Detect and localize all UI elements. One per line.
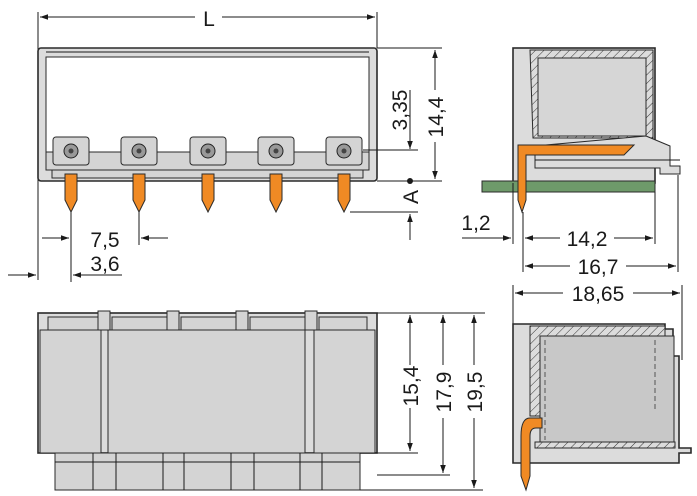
clamp-4 (257, 136, 295, 166)
depth-2-label: 16,7 (578, 256, 619, 279)
clamp-height-label: 3,35 (389, 90, 412, 131)
height-2-label: 17,9 (433, 372, 456, 413)
terminal-clamps (52, 136, 363, 166)
height-label: 14,4 (425, 96, 448, 137)
front-view: L 3,35 14,4 A (8, 8, 448, 282)
solder-pins (64, 173, 351, 214)
clamp-2 (120, 136, 158, 166)
clamp-1 (52, 136, 90, 166)
offset-label: 3,6 (90, 253, 119, 276)
bottom-rail (54, 452, 361, 491)
height-3-label: 19,5 (464, 372, 487, 413)
pcb-offset-label: 1,2 (461, 212, 490, 235)
pitch-label: 7,5 (90, 229, 119, 252)
pin-length-label: A (400, 190, 423, 204)
clamp-3 (189, 136, 227, 166)
depth-1-label: 14,2 (567, 228, 608, 251)
rear-view: 15,4 17,9 19,5 (37, 310, 487, 491)
height-1-label: 15,4 (400, 365, 423, 406)
total-depth-label: 18,65 (572, 283, 625, 306)
bottom-side-view: 18,65 (512, 283, 692, 492)
length-dimension-label: L (203, 8, 215, 31)
clamp-5 (325, 136, 363, 166)
side-view: 1,2 14,2 16,7 (461, 47, 681, 279)
